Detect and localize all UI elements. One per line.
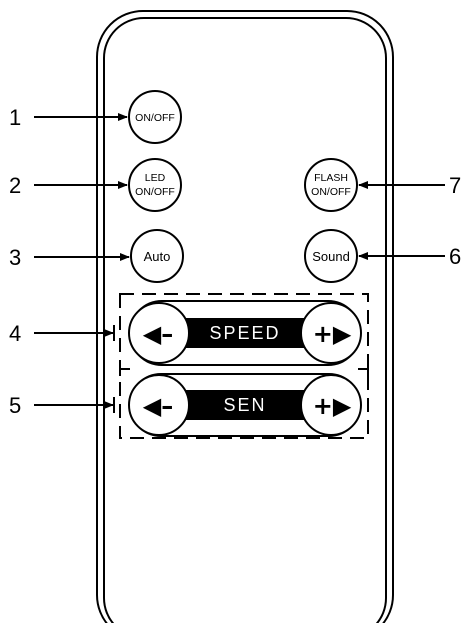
speed-plus-button[interactable]: +▶ [300, 302, 362, 364]
callout-numbers: 1 2 3 4 5 6 7 [9, 105, 461, 418]
led-label-line2: ON/OFF [135, 186, 175, 198]
callout-6: 6 [449, 244, 461, 269]
flash-onoff-button[interactable]: FLASH ON/OFF [304, 158, 358, 212]
callout-1: 1 [9, 105, 21, 130]
led-label-line1: LED [145, 172, 166, 184]
callout-7: 7 [449, 173, 461, 198]
frame-tick-marks [119, 362, 369, 376]
sen-plus-button[interactable]: +▶ [300, 374, 362, 436]
led-onoff-button[interactable]: LED ON/OFF [128, 158, 182, 212]
sound-label: Sound [312, 249, 350, 264]
speed-minus-icon: ◀– [143, 320, 173, 348]
onoff-button[interactable]: ON/OFF [128, 90, 182, 144]
sen-minus-icon: ◀– [143, 392, 173, 420]
remote-body [96, 10, 394, 623]
sen-plus-icon: +▶ [313, 392, 352, 420]
speed-plus-icon: +▶ [313, 320, 352, 348]
flash-label-line2: ON/OFF [311, 186, 351, 198]
sen-label: SEN [223, 395, 266, 415]
sen-minus-button[interactable]: ◀– [128, 374, 190, 436]
callout-leaders [34, 113, 445, 409]
sen-control: SEN ◀– +▶ [128, 373, 362, 437]
flash-label-line1: FLASH [314, 172, 348, 184]
callout-5: 5 [9, 393, 21, 418]
onoff-label: ON/OFF [135, 112, 175, 124]
callout-4: 4 [9, 321, 21, 346]
auto-button[interactable]: Auto [130, 229, 184, 283]
speed-minus-button[interactable]: ◀– [128, 302, 190, 364]
callout-3: 3 [9, 245, 21, 270]
speed-control: SPEED ◀– +▶ [128, 300, 362, 366]
speed-label: SPEED [209, 323, 280, 343]
sound-button[interactable]: Sound [304, 229, 358, 283]
callout-2: 2 [9, 173, 21, 198]
auto-label: Auto [144, 249, 171, 264]
